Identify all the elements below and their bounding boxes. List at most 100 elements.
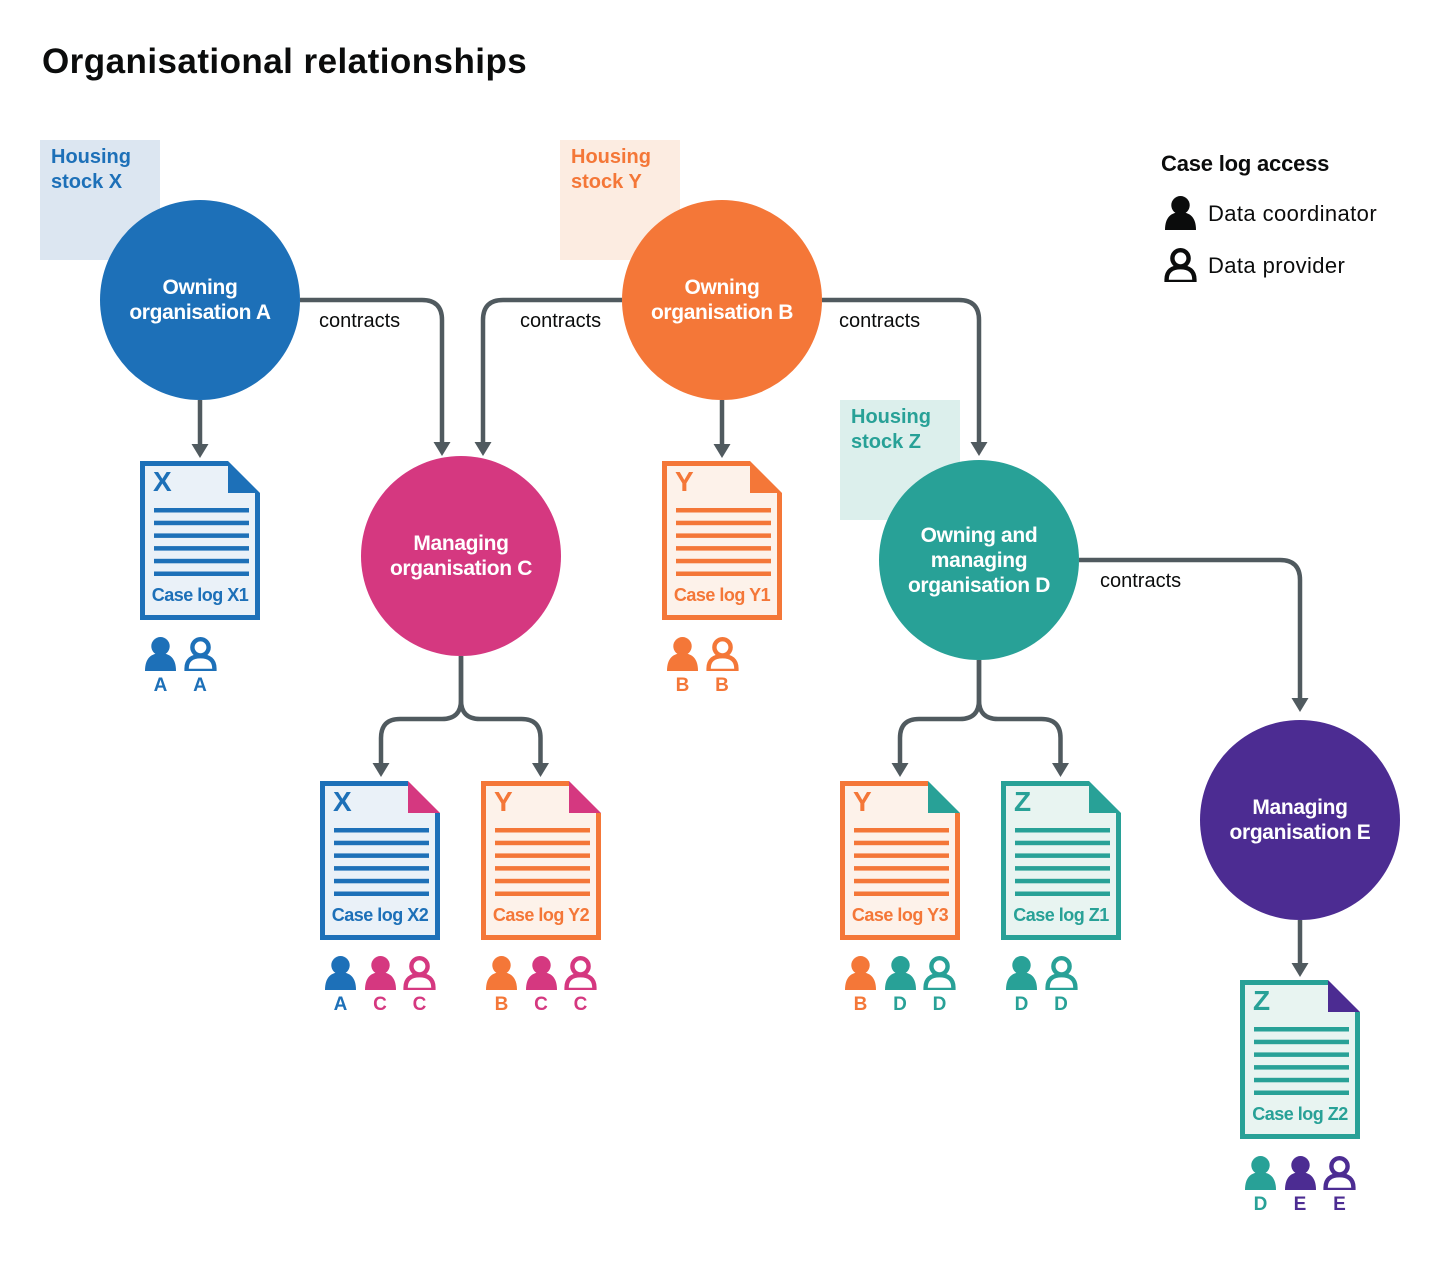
person-coordinator-a: A <box>324 956 357 1014</box>
person-label: C <box>412 994 427 1015</box>
person-label: D <box>1253 1194 1268 1215</box>
person-label: B <box>715 675 729 696</box>
caselog-y1-letter: Y <box>675 466 694 497</box>
caselog-y3-letter: Y <box>853 786 872 817</box>
caselog-z1-label: Case log Z1 <box>1013 905 1109 925</box>
document-border <box>1240 980 1360 1139</box>
caselog-x2-letter: X <box>333 786 352 817</box>
caselog-y1-access: B B <box>666 637 739 695</box>
legend-label-data-provider: Data provider <box>1208 253 1346 278</box>
person-filled-icon <box>485 956 518 990</box>
caselog-y2-doc: Y Case log Y2 <box>481 781 601 940</box>
arrow-b-to-org-c <box>474 297 622 456</box>
contracts-label-b-c: contracts <box>520 310 602 332</box>
document-icon <box>320 781 440 940</box>
person-label: A <box>153 675 168 696</box>
person-label: E <box>1293 1194 1307 1215</box>
caselog-x2-access: A C C <box>324 956 436 1014</box>
caselog-x2-doc: X Case log X2 <box>320 781 440 940</box>
person-provider-a: A <box>184 637 217 695</box>
caselog-x1-letter: X <box>153 466 172 497</box>
document-page <box>1001 781 1121 940</box>
person-label: A <box>193 675 207 696</box>
folded-corner <box>1328 980 1360 1012</box>
document-border <box>320 781 440 940</box>
document-border <box>140 461 260 620</box>
person-filled-icon <box>525 956 558 990</box>
document-icon <box>840 781 960 940</box>
person-label: D <box>932 994 947 1015</box>
person-label: D <box>1054 994 1068 1015</box>
caselog-x1-label: Case log X1 <box>151 585 249 605</box>
person-filled-icon <box>1244 1156 1277 1190</box>
person-provider-c: C <box>403 956 436 1014</box>
document-page <box>481 781 601 940</box>
document-page <box>140 461 260 620</box>
document-page <box>1240 980 1360 1139</box>
housing-stock-y-line2: stock Y <box>571 171 642 193</box>
person-coordinator-c: C <box>364 956 397 1014</box>
person-provider-c: C <box>564 956 597 1014</box>
person-label: C <box>573 994 588 1015</box>
caselog-y1-label: Case log Y1 <box>673 585 771 605</box>
folded-corner <box>408 781 440 813</box>
person-coordinator-d: D <box>1244 1156 1277 1214</box>
document-icon <box>1001 781 1121 940</box>
person-label: B <box>675 675 690 696</box>
caselog-z2-letter: Z <box>1253 985 1271 1016</box>
person-label: C <box>373 994 387 1015</box>
person-outline-icon <box>923 956 956 990</box>
person-provider-e: E <box>1323 1156 1356 1214</box>
caselog-z1-letter: Z <box>1014 786 1032 817</box>
caselog-z2-label: Case log Z2 <box>1252 1104 1348 1124</box>
arrow-c-to-caselog-y2 <box>458 656 549 777</box>
caselog-y2-access: B C C <box>485 956 597 1014</box>
document-border <box>840 781 960 940</box>
document-border <box>1001 781 1121 940</box>
person-label: D <box>1014 994 1029 1015</box>
person-outline-icon <box>1323 1156 1356 1190</box>
person-filled-icon <box>1005 956 1038 990</box>
caselog-z2-doc: Z Case log Z2 <box>1240 980 1360 1139</box>
caselog-y1-doc: Y Case log Y1 <box>662 461 782 620</box>
person-filled-icon <box>1284 1156 1317 1190</box>
person-provider-d: D <box>923 956 956 1014</box>
person-coordinator-c: C <box>525 956 558 1014</box>
caselog-z2-access: D E E <box>1244 1156 1356 1214</box>
person-coordinator-b: B <box>844 956 877 1014</box>
person-outline-icon <box>1164 247 1197 283</box>
document-icon <box>481 781 601 940</box>
folded-corner <box>228 461 260 493</box>
housing-stock-x-line2: stock X <box>51 171 123 193</box>
document-icon <box>662 461 782 620</box>
person-outline-icon <box>1045 956 1078 990</box>
caselog-x1-access: A A <box>144 637 217 695</box>
person-filled-icon <box>844 956 877 990</box>
caselog-y2-letter: Y <box>494 786 513 817</box>
person-coordinator-d: D <box>884 956 917 1014</box>
folded-corner <box>928 781 960 813</box>
document-icon <box>1240 980 1360 1139</box>
person-filled-icon <box>364 956 397 990</box>
person-outline-icon <box>403 956 436 990</box>
arrow-e-to-caselog-z2 <box>1291 920 1309 977</box>
document-border <box>662 461 782 620</box>
person-filled-icon <box>666 637 699 671</box>
document-text-lines <box>1254 1027 1349 1095</box>
arrow-c-to-caselog-x2 <box>372 656 464 777</box>
arrow-a-to-caselog-x1 <box>191 400 209 458</box>
housing-stock-z-line1: Housing <box>851 406 931 428</box>
person-coordinator-b: B <box>485 956 518 1014</box>
document-icon <box>140 461 260 620</box>
page-title: Organisational relationships <box>42 42 528 81</box>
document-text-lines <box>1015 828 1110 896</box>
